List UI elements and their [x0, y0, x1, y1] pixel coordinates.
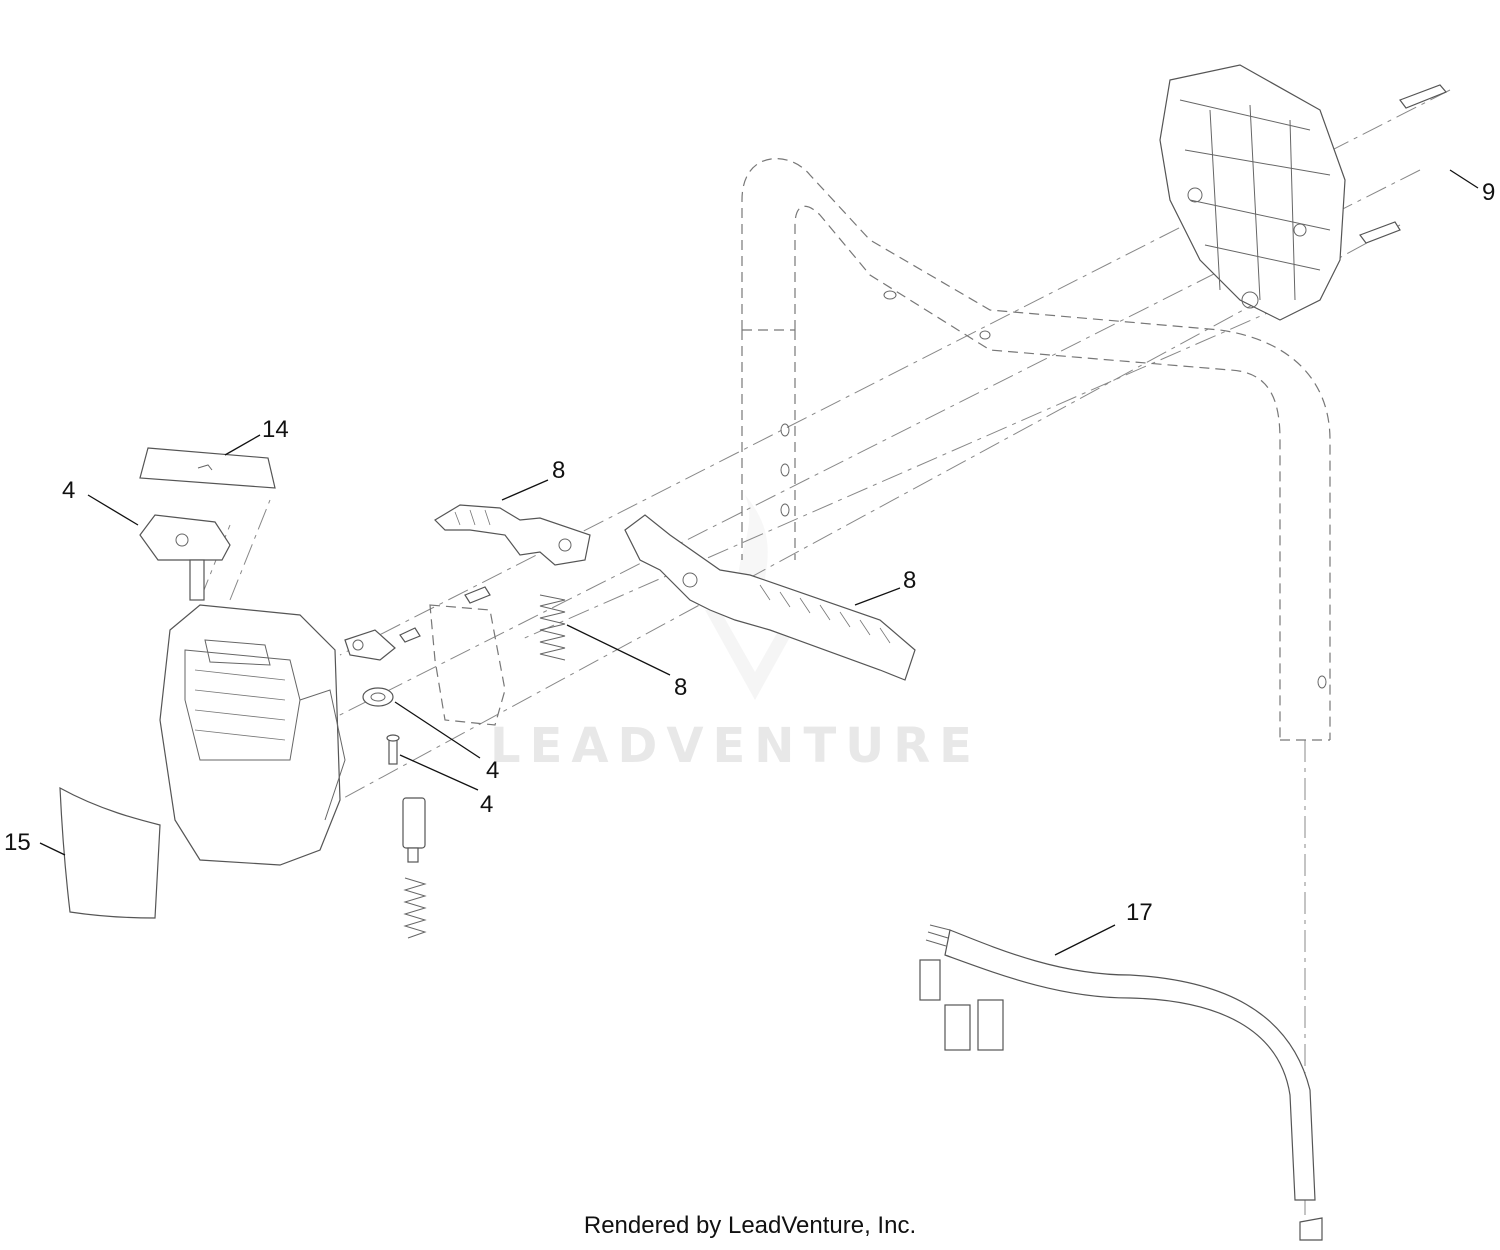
wire-harness-part	[919, 924, 1323, 1241]
spring-lower	[403, 877, 427, 939]
plunger-part	[402, 797, 426, 863]
callout-4-knob: 4	[62, 477, 75, 504]
latch-bracket	[344, 586, 491, 661]
callout-4-grommet: 4	[486, 757, 499, 784]
footer-credit-text: Rendered by LeadVenture, Inc.	[583, 1212, 917, 1239]
front-control-housing	[159, 604, 346, 866]
cover-part	[59, 786, 161, 919]
callout-4-pin: 4	[480, 791, 493, 818]
grommet-part	[362, 687, 394, 707]
callout-17: 17	[1126, 899, 1153, 926]
callout-15: 15	[4, 829, 31, 856]
lever-handle-part	[624, 514, 916, 681]
callout-labels: 14 4 8 8 8 4 4 9 15 17	[4, 179, 1495, 926]
handlebar-phantom	[741, 157, 1331, 741]
callout-8-upper-lever: 8	[552, 457, 565, 484]
pin-part	[386, 734, 400, 765]
leader-lines	[39, 169, 1479, 956]
callout-8-handle: 8	[903, 567, 916, 594]
housing-screws	[1359, 84, 1448, 244]
decal-part	[139, 447, 276, 489]
callout-8-spring: 8	[674, 674, 687, 701]
callout-14: 14	[262, 416, 289, 443]
spring-upper	[539, 594, 566, 661]
lever-upper-part	[434, 504, 591, 566]
knob-part	[139, 514, 231, 601]
mount-plate-dashed	[429, 604, 506, 726]
watermark-text: LEADVENTURE	[490, 718, 981, 774]
rear-control-housing	[1159, 64, 1346, 321]
callout-9: 9	[1482, 179, 1495, 206]
